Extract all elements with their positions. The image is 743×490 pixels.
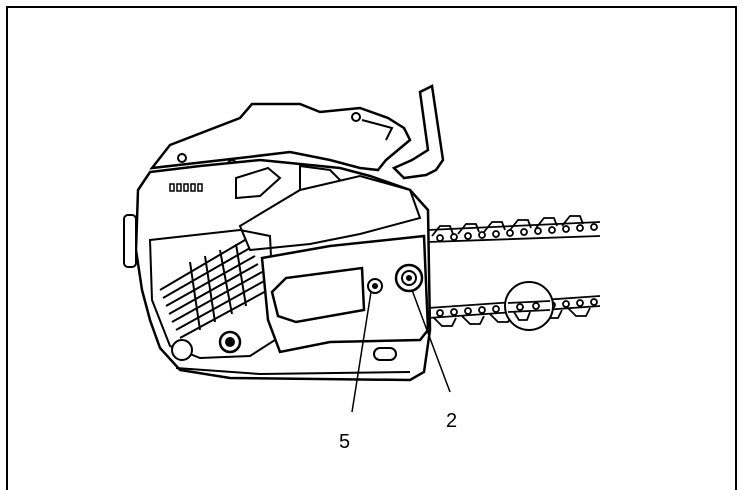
cooling-grille (159, 239, 269, 339)
chain-detail-inner (507, 300, 551, 321)
figure-frame (6, 6, 737, 490)
upper-chain (427, 215, 601, 243)
callout-label-2: 2 (446, 410, 457, 432)
callout-label-5: 5 (339, 431, 350, 453)
leader-line-2 (411, 289, 451, 393)
chain-detail-circle (504, 281, 554, 331)
cover-window (270, 266, 366, 324)
rear-handle (149, 102, 412, 172)
hand-guard (391, 84, 445, 180)
vent-dots (169, 183, 203, 192)
leader-line-5 (351, 291, 372, 413)
